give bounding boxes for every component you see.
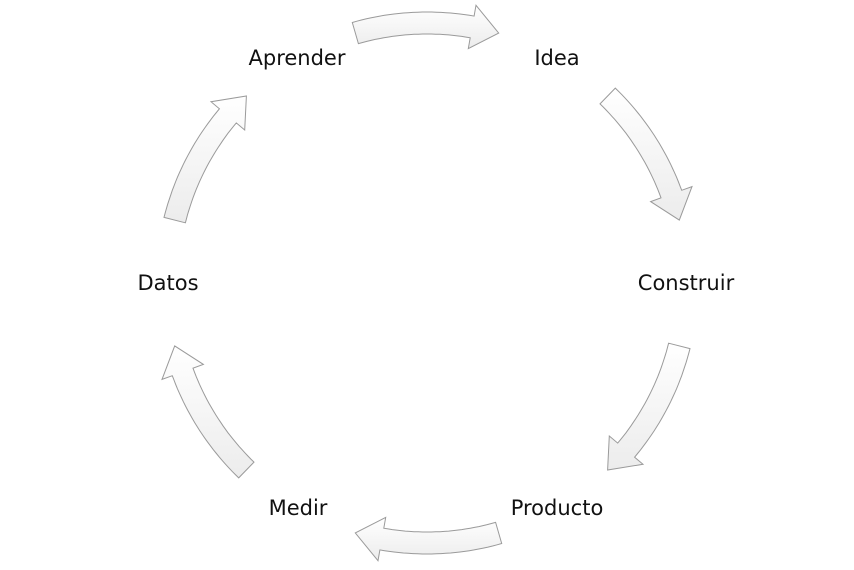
arrow-idea-to-construir [599,87,693,221]
node-aprender: Aprender [248,46,346,70]
node-datos: Datos [137,271,199,295]
arrow-aprender-to-idea [351,4,500,50]
node-medir: Medir [268,496,328,520]
arrow-datos-to-aprender [163,95,247,224]
node-idea: Idea [534,46,580,70]
arrow-medir-to-datos [161,345,255,479]
node-producto: Producto [510,496,604,520]
arrow-producto-to-medir [354,516,503,562]
arrow-construir-to-producto [607,342,691,471]
node-construir: Construir [637,271,735,295]
